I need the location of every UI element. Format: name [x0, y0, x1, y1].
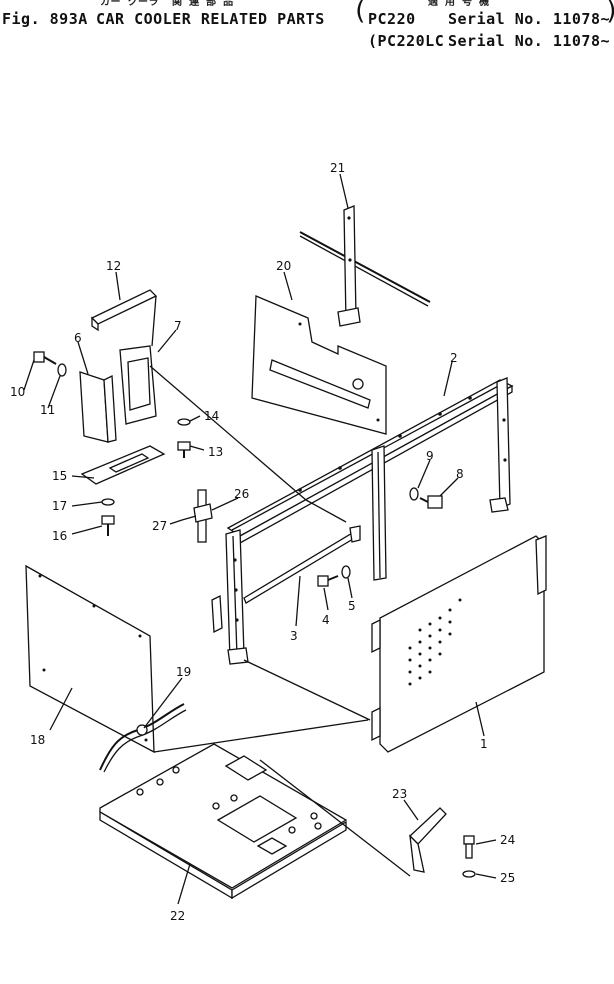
part-bracket-6	[79, 371, 117, 443]
title-japanese: カー クーラ 関 連 部 品	[100, 0, 234, 8]
part-washer-5	[341, 565, 351, 579]
callout-22: 22	[170, 909, 185, 923]
part-washer-11	[57, 363, 67, 377]
callout-24: 24	[500, 833, 515, 847]
part-perforated-panel-1	[371, 535, 547, 753]
callout-numbers: 21 20 12 7 6 2 10 11 14 13 9 8 15 26 17 …	[10, 161, 515, 923]
callout-17: 17	[52, 499, 67, 513]
callout-18: 18	[30, 733, 45, 747]
part-bolt-4	[317, 575, 339, 587]
callout-2: 2	[450, 351, 458, 365]
part-base-plate-22	[99, 743, 348, 900]
callout-15: 15	[52, 469, 67, 483]
part-panel-20	[251, 295, 387, 435]
callout-4: 4	[322, 613, 330, 627]
part-frame-top-beam	[211, 377, 514, 665]
part-pipe-26-27	[181, 489, 213, 543]
figure-number: Fig. 893A	[2, 10, 88, 28]
serial-number-1: Serial No. 11078~	[448, 10, 611, 28]
applicability-japanese: 適 用 号 機	[428, 0, 490, 8]
figure-title: CAR COOLER RELATED PARTS	[96, 10, 325, 28]
assembly-lines	[149, 295, 411, 877]
callout-7: 7	[174, 319, 182, 333]
callout-8: 8	[456, 467, 464, 481]
serial-model-1: PC220	[368, 10, 416, 28]
bracket-open-icon: (	[352, 0, 368, 26]
callout-26: 26	[234, 487, 249, 501]
part-bolt-24	[463, 835, 475, 859]
part-cable-19	[99, 703, 187, 773]
part-cross-bar	[243, 525, 361, 604]
callout-9: 9	[426, 449, 434, 463]
part-bolt-10	[33, 351, 57, 365]
part-washer-14	[177, 418, 191, 426]
part-side-panel-18	[25, 564, 155, 754]
part-washer-17	[101, 498, 115, 506]
callout-13: 13	[208, 445, 223, 459]
part-washer-9	[409, 487, 419, 501]
serial-number-2: Serial No. 11078~ )	[448, 32, 614, 50]
part-vertical-mount-21	[299, 205, 431, 327]
callout-12: 12	[106, 259, 121, 273]
part-bolt-8	[419, 495, 443, 509]
callout-11: 11	[40, 403, 55, 417]
callout-6: 6	[74, 331, 82, 345]
part-washer-25	[462, 870, 476, 878]
bracket-close-icon: )	[604, 0, 614, 26]
part-bracket-7	[119, 345, 157, 425]
part-bracket-23	[409, 807, 447, 873]
callout-21: 21	[330, 161, 345, 175]
callout-14: 14	[204, 409, 219, 423]
part-bracket-12	[90, 289, 158, 332]
callout-20: 20	[276, 259, 291, 273]
part-plate-15	[80, 445, 166, 485]
serial-model-2: (PC220LC	[368, 32, 445, 50]
callout-10: 10	[10, 385, 25, 399]
callout-27: 27	[152, 519, 167, 533]
callout-leaders	[23, 173, 497, 905]
callout-1: 1	[480, 737, 488, 751]
callout-3: 3	[290, 629, 298, 643]
callout-23: 23	[392, 787, 407, 801]
callout-19: 19	[176, 665, 191, 679]
callout-25: 25	[500, 871, 515, 885]
perforation-pattern	[408, 598, 462, 686]
callout-5: 5	[348, 599, 356, 613]
callout-16: 16	[52, 529, 67, 543]
part-bolt-13	[177, 441, 191, 458]
part-bolt-16	[101, 515, 115, 536]
